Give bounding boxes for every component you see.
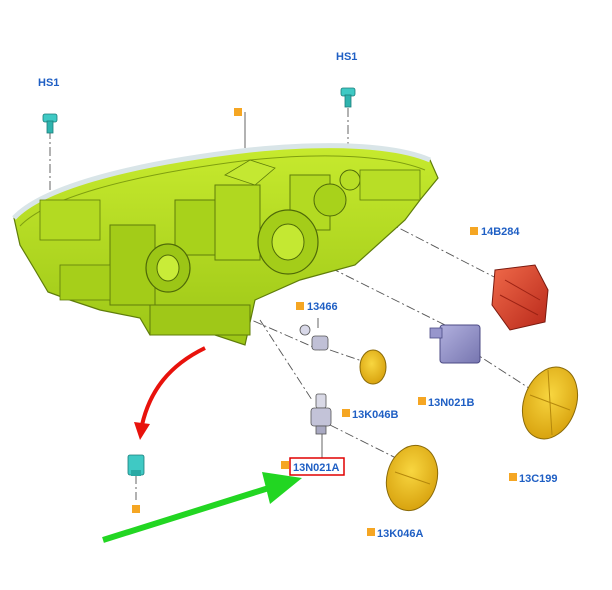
label-13c199: 13C199: [519, 473, 558, 485]
highlight-box-13n021a: [289, 457, 345, 476]
label-13466: 13466: [307, 301, 338, 313]
label-hs1-left: HS1: [38, 77, 59, 89]
label-13k046b: 13K046B: [352, 409, 399, 421]
cap-13k046b: [359, 349, 387, 385]
cap-13c199: [521, 366, 579, 440]
fastener-hs1-right: [340, 87, 356, 108]
fastener-hs1-left: [42, 113, 58, 134]
label-hs1-right: HS1: [336, 51, 357, 63]
label-13k046a: 13K046A: [377, 528, 424, 540]
green-arrow: [102, 472, 302, 543]
red-arrow: [134, 346, 206, 440]
bulb-13466: [299, 324, 329, 351]
ballast-14b284: [491, 264, 549, 331]
headlamp-housing: [12, 143, 439, 346]
module-13n021b: [429, 324, 481, 364]
label-14b284: 14B284: [481, 226, 520, 238]
marker-squares: [132, 108, 517, 536]
bulb-13n021a: [310, 393, 332, 435]
label-13n021a: 13N021A: [293, 462, 340, 474]
cap-13k046a: [385, 444, 439, 512]
label-13n021b: 13N021B: [428, 397, 475, 409]
clip-part: [127, 454, 145, 476]
